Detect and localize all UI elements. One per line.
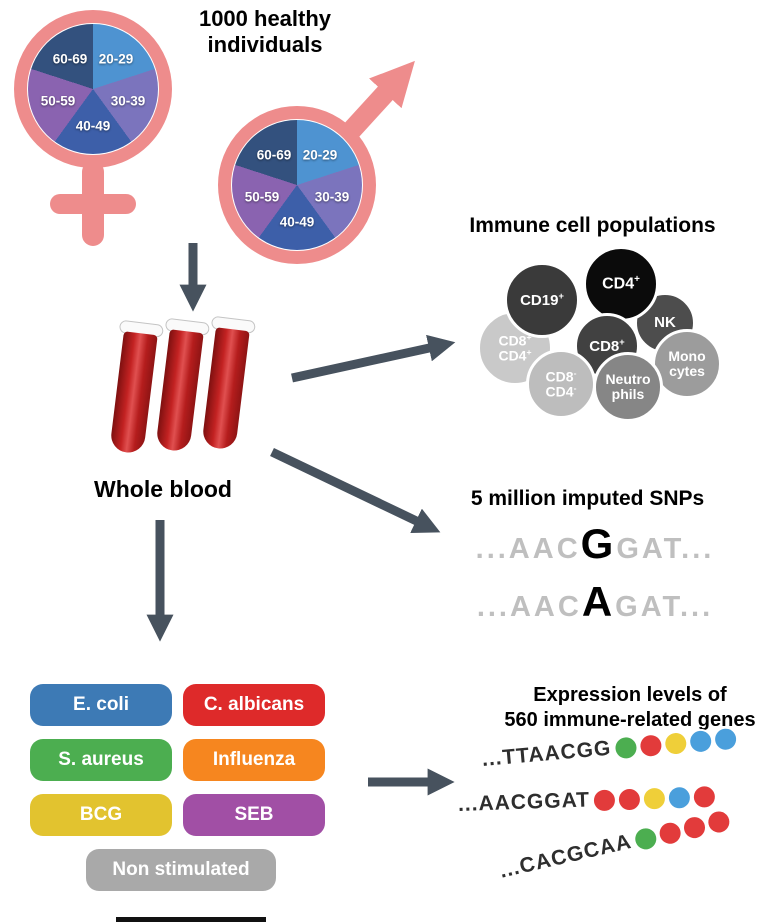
tube-blood [109,331,158,455]
age-label-20-29: 20-29 [302,147,338,163]
stimulus-saureus: S. aureus [30,739,172,781]
male-age-pie: 20-29 30-39 40-49 50-59 60-69 [232,120,362,250]
female-age-pie: 20-29 30-39 40-49 50-59 60-69 [28,24,158,154]
cell-label: CD8+ [589,336,625,355]
stimulus-seb: SEB [183,794,325,836]
age-label-50-59: 50-59 [244,189,280,205]
snps-title: 5 million imputed SNPs [470,487,705,510]
cell-label: phils [611,386,645,402]
cell-label: CD19+ [520,290,564,309]
gene-sequence: ...TTAACGG [480,736,613,771]
immune-populations-title: Immune cell populations [469,214,716,237]
cell-label: NK [654,314,676,332]
cell-label: CD4+ [498,347,532,364]
stimulus-influenza: Influenza [183,739,325,781]
stimulus-bcg: BCG [30,794,172,836]
age-label-30-39: 30-39 [110,93,146,109]
cell-label: Neutro [605,371,651,388]
age-label-60-69: 60-69 [52,51,88,67]
expression-dots [590,785,716,811]
cell-cd19: CD19+ [504,262,580,338]
age-label-20-29: 20-29 [98,51,134,67]
tube-blood [155,329,204,453]
cell-label: CD8+ [498,331,532,349]
tube-blood [201,327,250,451]
cell-monocytes: Mono cytes [652,329,722,399]
cell-cd4: CD4+ [583,246,659,322]
stimulus-non-stimulated: Non stimulated [86,849,276,891]
arrow-blood-to-immune-cells [291,334,456,383]
snp-variant-allele: A [581,578,616,625]
cell-label: CD4- [545,383,577,400]
age-label-40-49: 40-49 [279,214,315,230]
cohort-title: 1000 healthy individuals [180,6,350,59]
stimulus-calbicans: C. albicans [183,684,325,726]
snp-sequence-row: ...AACAGAT... [476,578,714,625]
arrow-blood-to-snps [270,447,441,533]
expression-row: ...AACGGAT [458,784,716,817]
cell-neutrophils: Neutro phils [593,352,663,422]
gene-sequence: ...CACGCAA [497,829,634,883]
expression-dots [611,727,737,759]
figure-edge-artifact [116,917,266,922]
stimulus-ecoli: E. coli [30,684,172,726]
age-label-60-69: 60-69 [256,147,292,163]
cell-label: CD8- [545,367,577,385]
snp-sequences: ...AACGGAT... ...AACAGAT... [440,520,750,636]
snp-variant-allele: G [580,520,617,567]
age-label-30-39: 30-39 [314,189,350,205]
age-label-50-59: 50-59 [40,93,76,109]
cell-label: Mono [668,348,706,365]
cell-label: cytes [669,363,705,379]
cell-cd8neg-cd4neg: CD8- CD4- [526,349,596,419]
expression-title: Expression levels of 560 immune-related … [504,684,756,731]
cell-label: CD4+ [602,273,640,293]
expression-dots [629,808,732,851]
snp-sequence-row: ...AACGGAT... [475,520,715,567]
gene-sequence: ...AACGGAT [457,788,591,816]
age-label-40-49: 40-49 [75,118,111,134]
expression-row: ...CACGCAA [497,807,732,883]
male-symbol-arrow [342,60,415,139]
cohort-title-line2: individuals [207,32,323,58]
cohort-title-line1: 1000 healthy [198,6,332,31]
whole-blood-label: Whole blood [94,476,232,502]
